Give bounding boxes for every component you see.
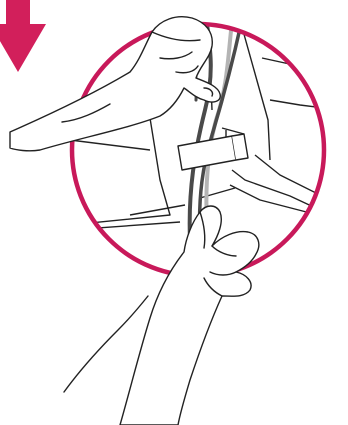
- down-arrow-icon: [0, 0, 46, 72]
- lower-hand: [64, 206, 259, 425]
- upper-hand: [10, 17, 220, 151]
